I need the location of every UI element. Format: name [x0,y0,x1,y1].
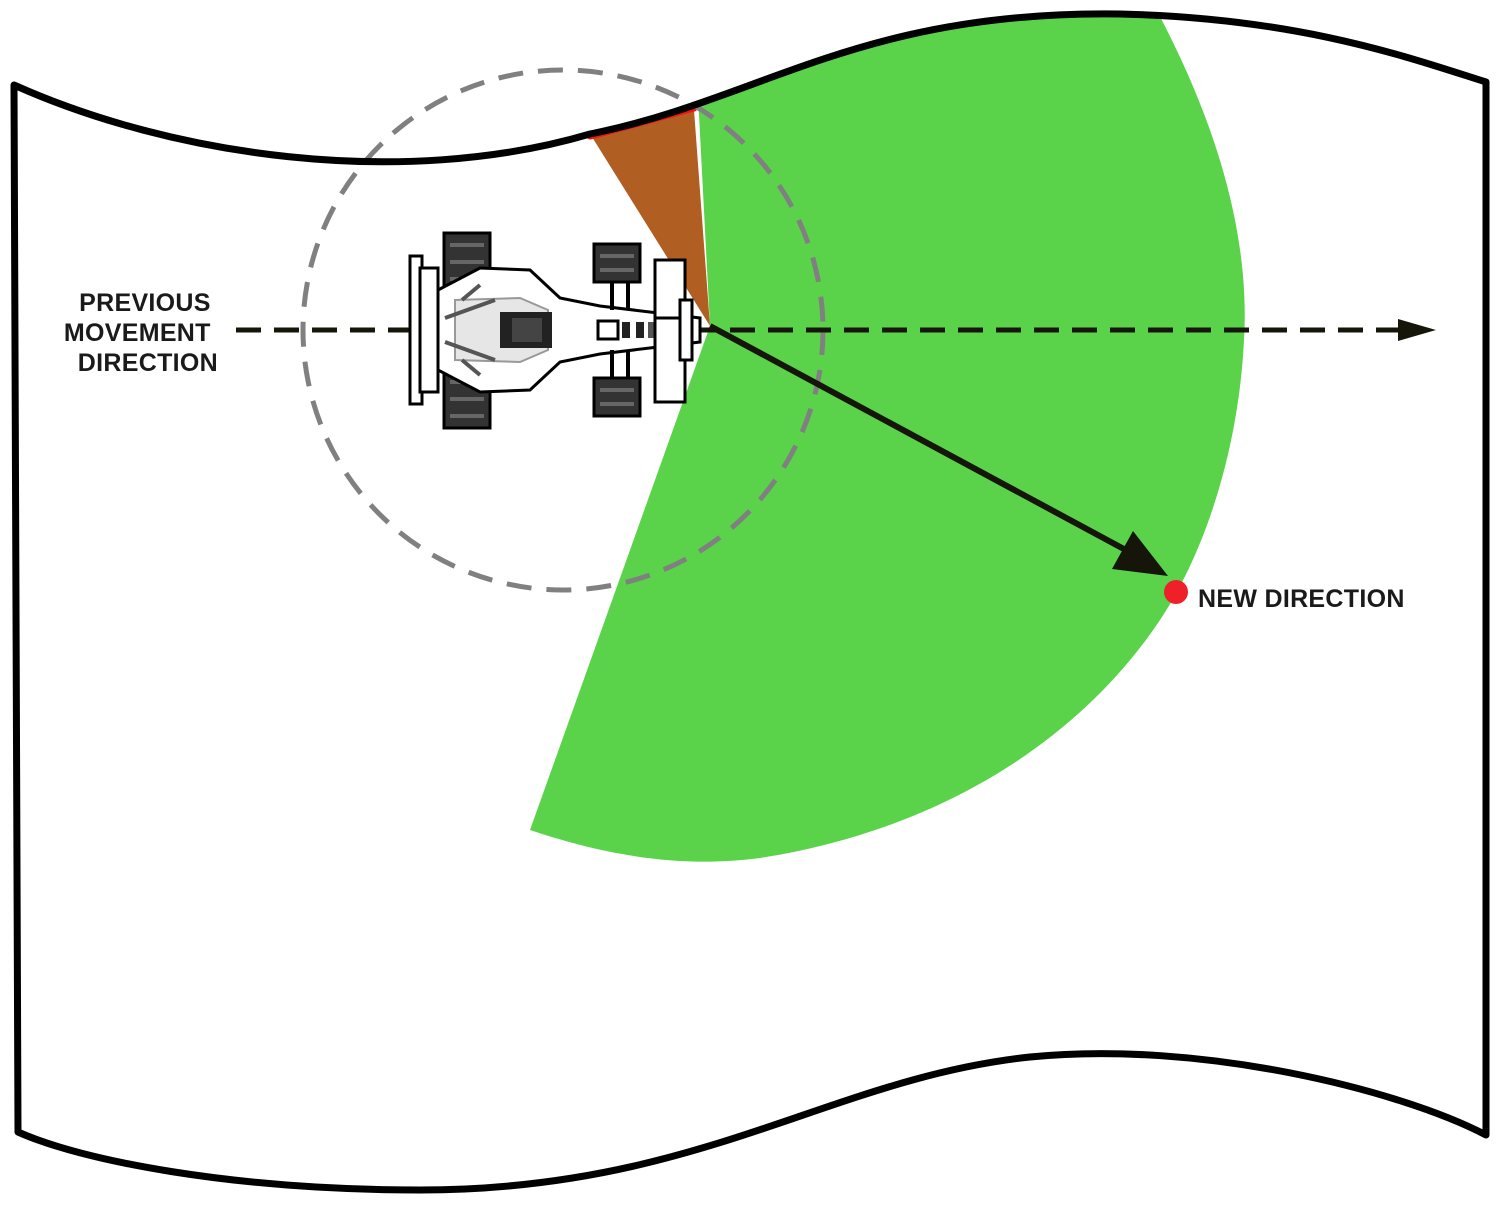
new-direction-line [708,323,1137,558]
race-car-icon [408,231,702,430]
new-direction-arrowhead-icon [1112,531,1168,576]
track-boundary [10,10,1490,1194]
new-direction-label: NEW DIRECTION [1198,585,1405,613]
target-dot-icon [1164,580,1188,604]
previous-direction-label: PREVIOUS MOVEMENT DIRECTION [64,289,218,377]
previous-direction-arrowhead-icon [1398,319,1436,341]
